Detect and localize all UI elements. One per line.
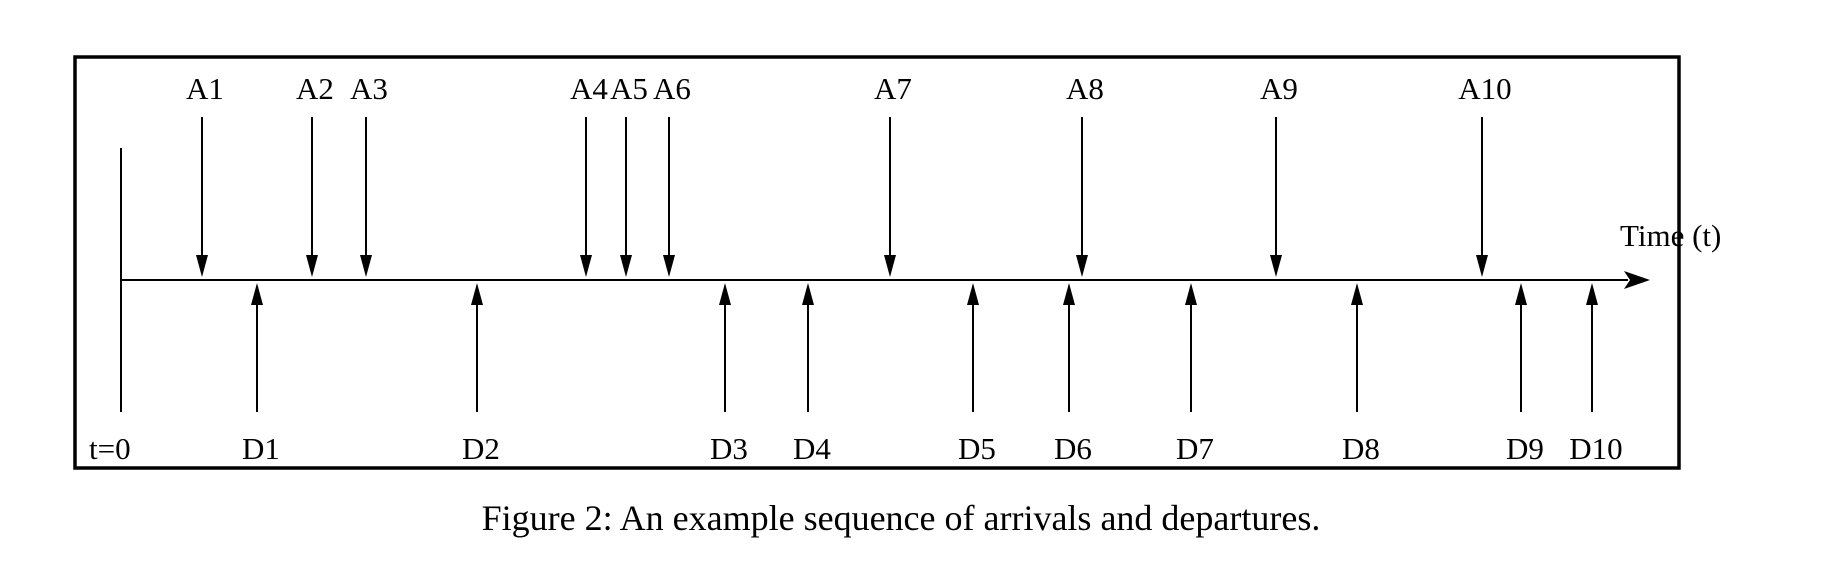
arrival-label: A1 xyxy=(186,71,224,106)
arrival-label: A6 xyxy=(653,71,691,106)
arrival-label: A9 xyxy=(1260,71,1298,106)
arrival-label: A7 xyxy=(874,71,912,106)
departure-marker-8: D8 xyxy=(1342,283,1380,466)
departure-label: D7 xyxy=(1176,431,1214,466)
arrival-arrowhead xyxy=(580,255,592,277)
arrival-marker-2: A2 xyxy=(296,71,334,277)
arrival-label: A2 xyxy=(296,71,334,106)
departure-arrowhead xyxy=(967,283,979,305)
arrival-arrowhead xyxy=(620,255,632,277)
arrival-arrowhead xyxy=(1476,255,1488,277)
arrival-arrowhead xyxy=(1076,255,1088,277)
arrival-label: A4 xyxy=(570,71,608,106)
departure-marker-10: D10 xyxy=(1569,283,1623,466)
figure-caption: Figure 2: An example sequence of arrival… xyxy=(482,498,1321,538)
arrival-arrowhead xyxy=(1270,255,1282,277)
departure-arrowhead xyxy=(1351,283,1363,305)
arrival-marker-9: A9 xyxy=(1260,71,1298,277)
arrival-marker-8: A8 xyxy=(1066,71,1104,277)
arrival-arrowhead xyxy=(196,255,208,277)
departure-label: D3 xyxy=(710,431,748,466)
departure-arrowhead xyxy=(719,283,731,305)
time-axis-arrowhead xyxy=(1624,271,1650,289)
departure-marker-5: D5 xyxy=(958,283,996,466)
arrival-label: A10 xyxy=(1458,71,1511,106)
departure-label: D9 xyxy=(1506,431,1544,466)
figure-frame xyxy=(73,55,1681,470)
axis-label: Time (t) xyxy=(1620,218,1721,253)
departure-marker-6: D6 xyxy=(1054,283,1092,466)
departure-label: D4 xyxy=(793,431,831,466)
departure-label: D5 xyxy=(958,431,996,466)
departure-marker-2: D2 xyxy=(462,283,500,466)
departure-marker-9: D9 xyxy=(1506,283,1544,466)
departure-arrowhead xyxy=(1185,283,1197,305)
arrival-arrowhead xyxy=(306,255,318,277)
arrival-marker-10: A10 xyxy=(1458,71,1512,277)
arrival-arrowhead xyxy=(884,255,896,277)
arrival-marker-1: A1 xyxy=(186,71,224,277)
arrival-arrowhead xyxy=(663,255,675,277)
arrival-label: A3 xyxy=(350,71,388,106)
arrival-marker-3: A3 xyxy=(350,71,388,277)
arrival-arrowhead xyxy=(360,255,372,277)
origin-label: t=0 xyxy=(89,431,131,466)
departure-label: D1 xyxy=(242,431,280,466)
arrival-label: A5 xyxy=(610,71,648,106)
departure-marker-1: D1 xyxy=(242,283,280,466)
arrival-marker-6: A6 xyxy=(653,71,691,277)
departures: D1 D2 D3 D4 D5 D6 D7 D8 D9 D10 xyxy=(242,283,1623,466)
departure-arrowhead xyxy=(1586,283,1598,305)
departure-arrowhead xyxy=(251,283,263,305)
departure-label: D10 xyxy=(1569,431,1622,466)
departure-label: D6 xyxy=(1054,431,1092,466)
departure-marker-4: D4 xyxy=(793,283,831,466)
departure-marker-3: D3 xyxy=(710,283,748,466)
departure-marker-7: D7 xyxy=(1176,283,1214,466)
arrival-marker-7: A7 xyxy=(874,71,912,277)
departure-arrowhead xyxy=(802,283,814,305)
departure-label: D8 xyxy=(1342,431,1380,466)
departure-arrowhead xyxy=(1515,283,1527,305)
departure-label: D2 xyxy=(462,431,500,466)
departure-arrowhead xyxy=(1063,283,1075,305)
arrival-marker-5: A5 xyxy=(610,71,648,277)
arrival-label: A8 xyxy=(1066,71,1104,106)
arrival-marker-4: A4 xyxy=(570,71,608,277)
departure-arrowhead xyxy=(471,283,483,305)
